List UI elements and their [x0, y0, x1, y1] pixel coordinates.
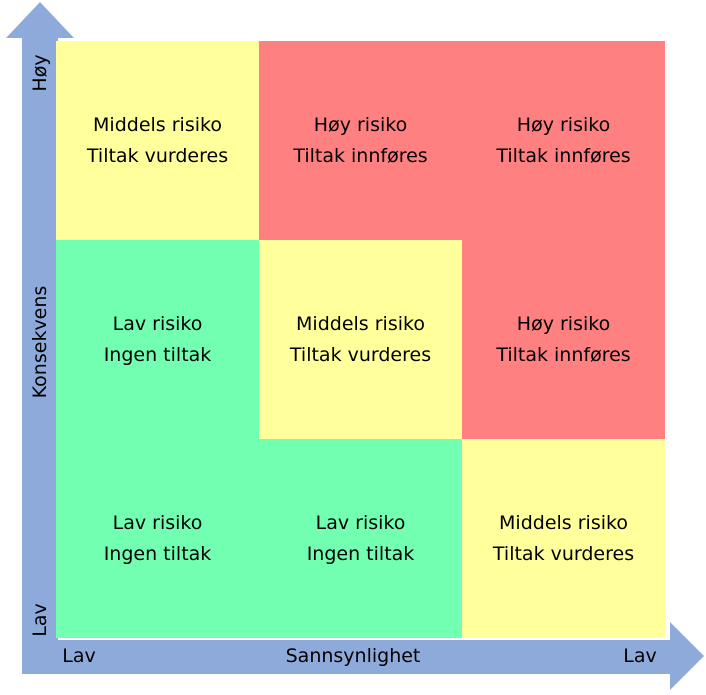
cell-risk-label: Middels risiko [296, 312, 425, 335]
x-axis-title: Sannsynlighet [285, 645, 421, 667]
cell-risk-label: Lav risiko [112, 511, 203, 534]
x-axis-left-label: Lav [62, 645, 96, 667]
cell-risk-label: Høy risiko [516, 113, 611, 136]
y-axis-bottom-label: Lav [29, 603, 51, 637]
cell-action-label: Ingen tiltak [103, 542, 212, 565]
cell-risk-label: Middels risiko [499, 511, 628, 534]
cell-risk-label: Lav risiko [112, 312, 203, 335]
matrix-cell-r1-c1: Middels risiko Tiltak vurderes [56, 41, 259, 240]
matrix-cell-r3-c2: Lav risiko Ingen tiltak [259, 439, 462, 638]
cell-action-label: Tiltak innføres [293, 144, 428, 167]
matrix-cell-r3-c3: Middels risiko Tiltak vurderes [462, 439, 665, 638]
cell-action-label: Tiltak innføres [496, 144, 631, 167]
matrix-cell-r2-c3: Høy risiko Tiltak innføres [462, 240, 665, 439]
cell-action-label: Ingen tiltak [103, 343, 212, 366]
cell-risk-label: Høy risiko [313, 113, 408, 136]
x-axis-right-label: Lav [623, 645, 657, 667]
cell-action-label: Tiltak vurderes [86, 144, 229, 167]
y-axis-title: Konsekvens [29, 285, 51, 399]
cell-risk-label: Middels risiko [93, 113, 222, 136]
cell-action-label: Tiltak vurderes [492, 542, 635, 565]
matrix-cell-r1-c2: Høy risiko Tiltak innføres [259, 41, 462, 240]
cell-risk-label: Høy risiko [516, 312, 611, 335]
cell-action-label: Ingen tiltak [306, 542, 415, 565]
cell-risk-label: Lav risiko [315, 511, 406, 534]
cell-action-label: Tiltak innføres [496, 343, 631, 366]
y-axis-top-label: Høy [29, 54, 51, 92]
matrix-cell-r2-c2: Middels risiko Tiltak vurderes [259, 240, 462, 439]
x-axis-arrow [22, 622, 704, 690]
matrix-cell-r1-c3: Høy risiko Tiltak innføres [462, 41, 665, 240]
matrix-cell-r2-c1: Lav risiko Ingen tiltak [56, 240, 259, 439]
cell-action-label: Tiltak vurderes [289, 343, 432, 366]
matrix-cell-r3-c1: Lav risiko Ingen tiltak [56, 439, 259, 638]
